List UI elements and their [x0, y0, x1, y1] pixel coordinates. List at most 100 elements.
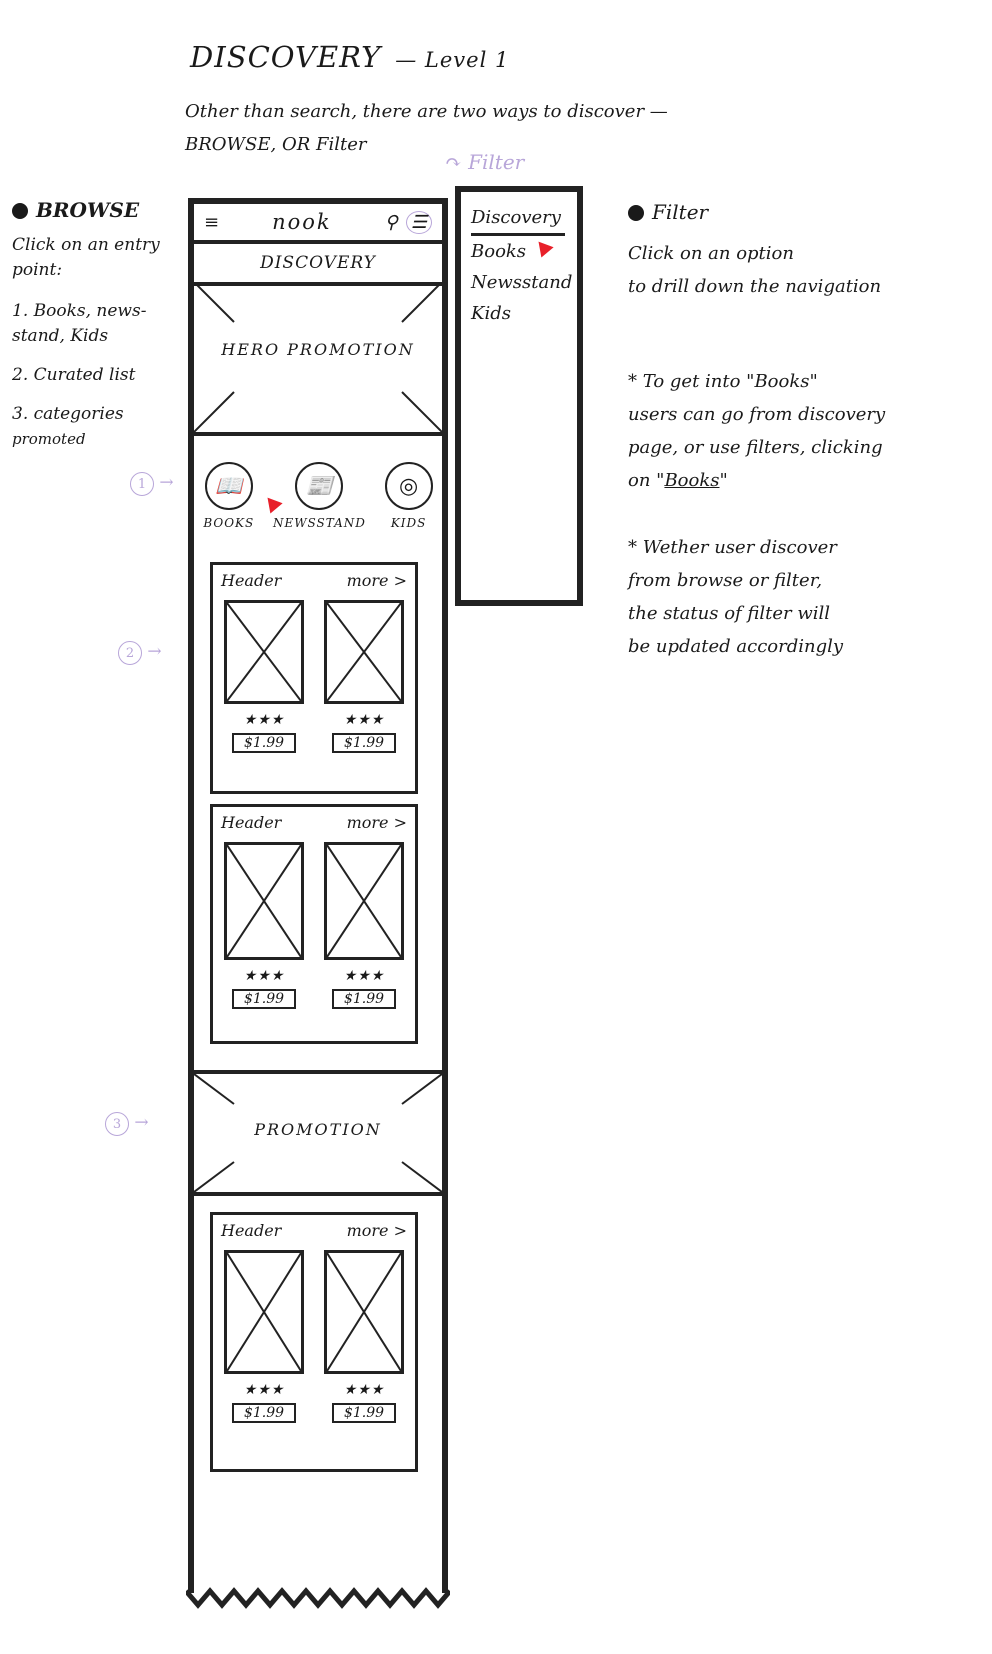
intro-line-2: BROWSE, OR Filter: [185, 134, 367, 155]
entry-newsstand[interactable]: 📰 NEWSSTAND: [273, 462, 366, 542]
image-placeholder: [324, 600, 404, 704]
page-title: DISCOVERY — Level 1: [190, 40, 509, 74]
image-placeholder: [324, 842, 404, 960]
entry-books-label: BOOKS: [203, 516, 255, 530]
note1-line-3: page, or use filters, clicking: [628, 437, 883, 458]
star-rating: ★★★: [343, 968, 385, 984]
filter-panel: Discovery Books Newsstand Kids: [455, 186, 583, 606]
product-item[interactable]: ★★★ $1.99: [221, 1250, 307, 1423]
entry-kids[interactable]: ◎ KIDS: [384, 462, 433, 542]
note1-line-4: on "Books": [628, 464, 958, 497]
bullet-icon: [628, 204, 644, 221]
torn-edge: [186, 1587, 450, 1609]
brand-logo: nook: [272, 210, 332, 234]
filter-notes-heading: Filter: [628, 196, 958, 229]
note1-suffix: ": [719, 470, 728, 491]
lollipop-icon: ◎: [384, 462, 433, 510]
image-placeholder: [224, 1250, 304, 1374]
bullet-icon: [12, 202, 28, 219]
star-rating: ★★★: [243, 712, 285, 728]
card-header: Header: [221, 571, 282, 590]
note2-line-4: be updated accordingly: [628, 636, 844, 657]
browse-point-3-sub: promoted: [12, 430, 86, 448]
marker-1: 1 →: [130, 472, 174, 496]
browse-point-3: 3. categories: [12, 404, 124, 424]
price-button[interactable]: $1.99: [232, 1403, 296, 1423]
note2-line-1: * Wether user discover: [628, 537, 837, 558]
menu-icon[interactable]: ≡: [204, 211, 220, 233]
book-icon: 📖: [204, 462, 253, 510]
entry-kids-label: KIDS: [390, 516, 427, 530]
product-item[interactable]: ★★★ $1.99: [221, 842, 307, 1009]
star-rating: ★★★: [243, 1382, 285, 1398]
intro-line-1: Other than search, there are two ways to…: [185, 101, 668, 122]
star-rating: ★★★: [343, 1382, 385, 1398]
discovery-subtitle: DISCOVERY: [194, 244, 442, 286]
marker-3: 3 →: [105, 1112, 149, 1136]
star-rating: ★★★: [243, 968, 285, 984]
filter-icon[interactable]: ☰: [405, 210, 432, 234]
filter-notes: Filter Click on an option to drill down …: [628, 196, 958, 663]
note1-prefix: on ": [628, 470, 665, 491]
star-rating: ★★★: [343, 712, 385, 728]
note1-line-2: users can go from discovery: [628, 404, 886, 425]
browse-point-2: 2. Curated list: [12, 365, 136, 385]
price-button[interactable]: $1.99: [232, 989, 296, 1009]
price-button[interactable]: $1.99: [332, 989, 396, 1009]
filter-heading: Discovery: [471, 202, 565, 236]
card-header: Header: [221, 813, 282, 832]
filter-option-newsstand[interactable]: Newsstand: [471, 272, 573, 293]
product-item[interactable]: ★★★ $1.99: [321, 600, 407, 753]
more-link[interactable]: more >: [346, 571, 407, 590]
more-link[interactable]: more >: [346, 813, 407, 832]
image-placeholder: [324, 1250, 404, 1374]
curated-list-card: Header more > ★★★ $1.99 ★★★ $1.99: [210, 562, 418, 794]
curated-list-card: Header more > ★★★ $1.99 ★★★ $1.99: [210, 804, 418, 1044]
card-header: Header: [221, 1221, 282, 1240]
newspaper-icon: 📰: [295, 462, 344, 510]
image-placeholder: [224, 600, 304, 704]
title-text: DISCOVERY: [190, 40, 382, 74]
entry-points: 📖 BOOKS 📰 NEWSSTAND ◎ KIDS: [194, 462, 442, 542]
marker-3-circle: 3: [105, 1112, 129, 1136]
intro-text: Other than search, there are two ways to…: [185, 95, 835, 161]
more-link[interactable]: more >: [346, 1221, 407, 1240]
browse-notes: BROWSE Click on an entry point: 1. Books…: [12, 198, 182, 452]
phone-navbar: ≡ nook ⚲ ☰: [194, 204, 442, 244]
entry-books[interactable]: 📖 BOOKS: [203, 462, 254, 542]
browse-point-1: 1. Books, news-stand, Kids: [12, 301, 147, 346]
note1-line-1: * To get into "Books": [628, 371, 818, 392]
entry-newsstand-label: NEWSSTAND: [272, 516, 366, 530]
note1-books-link: Books: [664, 470, 720, 491]
filter-option-kids[interactable]: Kids: [471, 303, 511, 324]
hero-label: HERO PROMOTION: [221, 340, 415, 359]
product-item[interactable]: ★★★ $1.99: [321, 1250, 407, 1423]
filter-text-2: to drill down the navigation: [628, 276, 882, 297]
filter-notes-heading-text: Filter: [652, 200, 709, 224]
filter-option-books[interactable]: Books: [471, 241, 527, 262]
price-button[interactable]: $1.99: [332, 1403, 396, 1423]
hero-promotion[interactable]: HERO PROMOTION: [194, 282, 442, 436]
filter-callout-text: Filter: [468, 150, 525, 174]
marker-2: 2 →: [118, 641, 162, 665]
phone-wireframe: ≡ nook ⚲ ☰ DISCOVERY HERO PROMOTION 📖 BO…: [188, 198, 448, 1593]
category-promotion[interactable]: PROMOTION: [194, 1070, 442, 1196]
price-button[interactable]: $1.99: [232, 733, 296, 753]
hero-placeholder-lines: [194, 282, 442, 432]
search-icon[interactable]: ⚲: [384, 211, 398, 233]
marker-2-circle: 2: [118, 641, 142, 665]
price-button[interactable]: $1.99: [332, 733, 396, 753]
note2-line-3: the status of filter will: [628, 603, 831, 624]
product-item[interactable]: ★★★ $1.99: [321, 842, 407, 1009]
level-text: — Level 1: [395, 48, 510, 72]
browse-text: Click on an entry point:: [12, 235, 160, 280]
filter-callout: ↷ Filter: [445, 150, 525, 174]
filter-text-1: Click on an option: [628, 243, 794, 264]
promotion-placeholder-lines: [194, 1074, 442, 1192]
note2-line-2: from browse or filter,: [628, 570, 823, 591]
promotion-label: PROMOTION: [254, 1120, 382, 1139]
product-item[interactable]: ★★★ $1.99: [221, 600, 307, 753]
curated-list-card: Header more > ★★★ $1.99 ★★★ $1.99: [210, 1212, 418, 1472]
image-placeholder: [224, 842, 304, 960]
marker-1-circle: 1: [130, 472, 154, 496]
